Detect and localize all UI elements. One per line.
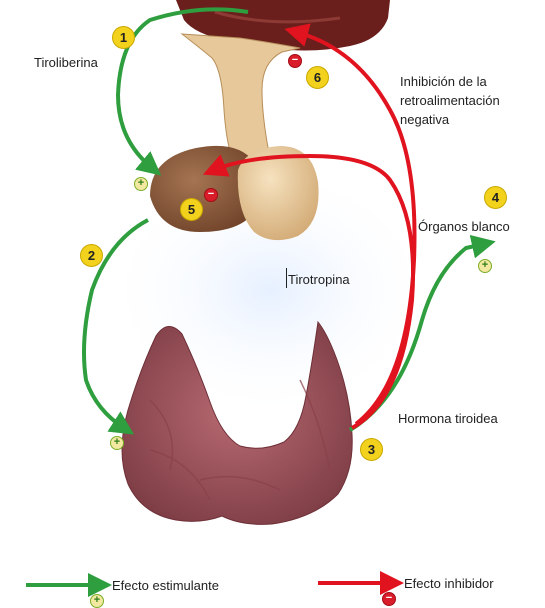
step-6-badge: 6 [306,66,329,89]
label-tiroliberina: Tiroliberina [34,55,98,70]
minus-marker-hypothalamus: − [288,54,302,68]
step-4-badge: 4 [484,186,507,209]
thyroid-gland [121,320,353,525]
posterior-pituitary [237,146,319,241]
legend-inhibitory-label: Efecto inhibidor [404,576,494,591]
step-3-badge: 3 [360,438,383,461]
minus-marker-legend: − [382,592,396,606]
label-feedback-inhibition: Inhibición de la retroalimentación negat… [400,74,500,127]
label-tirotropina: Tirotropina [288,272,350,287]
step-1-badge: 1 [112,26,135,49]
arrow-feedback-pituitary [202,153,416,430]
arrow-feedback-hypothalamus [284,23,417,426]
text-cursor-mark [286,268,287,288]
legend-stimulating-label: Efecto estimulante [112,578,219,593]
step-2-badge: 2 [80,244,103,267]
plus-marker-pituitary: + [134,177,148,191]
plus-marker-targets: + [478,259,492,273]
hypothalamus-highlight [214,10,341,24]
thyroid-vessels [149,379,331,501]
step-5-badge: 5 [180,198,203,221]
label-target-organs: Órganos blanco [418,219,510,234]
plus-marker-thyroid: + [110,436,124,450]
plus-marker-legend: + [90,594,104,608]
label-thyroid-hormone: Hormona tiroidea [398,411,498,426]
pituitary-stalk [180,33,301,159]
minus-marker-pituitary: − [204,188,218,202]
arrow-tsh-to-thyroid [82,218,149,435]
anterior-pituitary [150,145,259,232]
